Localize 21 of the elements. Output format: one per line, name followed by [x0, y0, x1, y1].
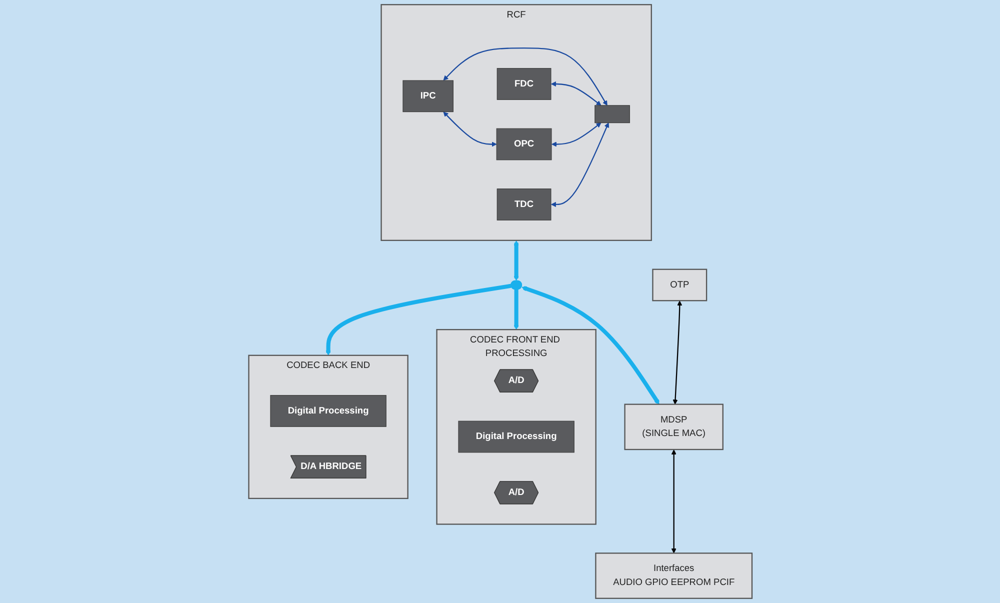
node-box: Digital Processing — [270, 395, 386, 427]
arrow — [325, 284, 511, 356]
arrow — [551, 122, 601, 147]
node-box: IPC — [402, 80, 454, 112]
node-box: FDC — [496, 68, 551, 100]
node-box: Interfaces AUDIO GPIO EEPROM PCIF — [594, 552, 752, 599]
arrow — [672, 300, 682, 405]
node-box: MDSP (SINGLE MAC) — [624, 404, 724, 450]
arrow — [442, 48, 607, 106]
node-box: OPC — [496, 128, 552, 160]
arrow — [550, 122, 609, 208]
arrow — [670, 450, 676, 554]
node-box — [594, 105, 630, 124]
node-box: TDC — [496, 188, 551, 220]
arrow — [513, 289, 518, 330]
arrow — [550, 81, 601, 106]
arrow — [442, 112, 496, 147]
arrow — [513, 240, 518, 281]
node-box: OTP — [652, 268, 707, 302]
node-box: Digital Processing — [458, 420, 574, 453]
arrow — [521, 286, 660, 405]
